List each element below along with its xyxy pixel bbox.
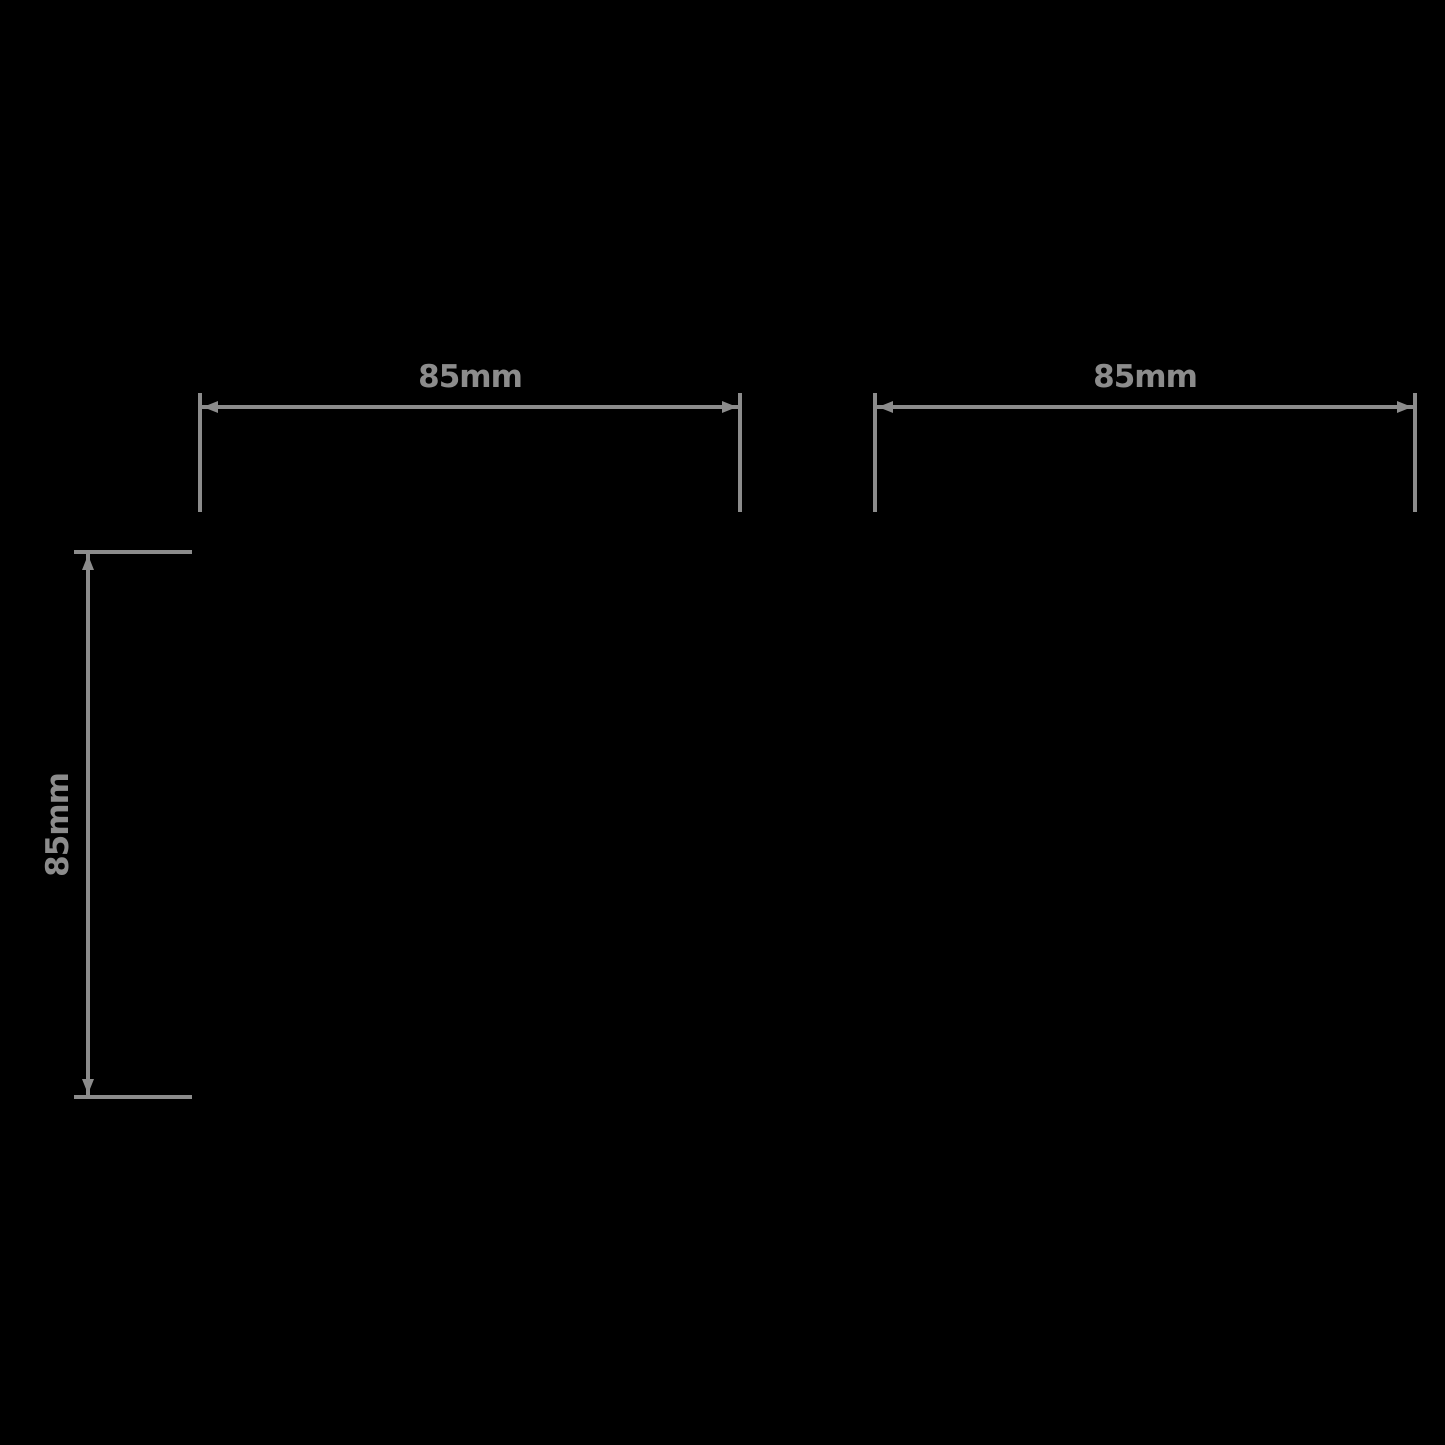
arrow-right-icon	[1397, 401, 1412, 413]
arrow-down-icon	[82, 1079, 94, 1094]
arrow-left-icon	[878, 401, 893, 413]
arrow-left-icon	[203, 401, 218, 413]
dimension-width-2	[873, 393, 1417, 512]
arrow-up-icon	[82, 555, 94, 570]
dimension-label-height: 85mm	[40, 773, 76, 877]
dimension-height	[74, 550, 192, 1099]
dimension-width-1	[198, 393, 742, 512]
arrow-right-icon	[722, 401, 737, 413]
dimension-label-width-2: 85mm	[1093, 359, 1197, 395]
dimension-label-width-1: 85mm	[418, 359, 522, 395]
